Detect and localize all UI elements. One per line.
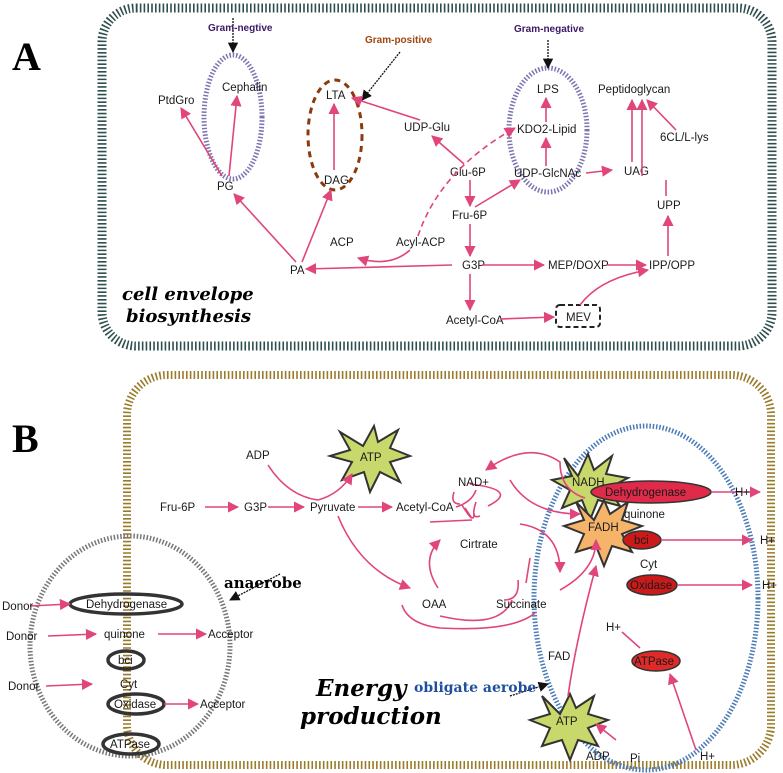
- fadh-star: [560, 497, 646, 569]
- gram-negative-left-label: Gram-negtive: [208, 23, 273, 34]
- node-b-fadh: FADH: [588, 522, 619, 534]
- node-kdo2-lipid: KDO2-Lipid: [517, 124, 576, 136]
- node-b-fru-6p: Fru-6P: [160, 502, 195, 514]
- node-acp: ACP: [330, 237, 354, 249]
- node-b-nad-plus: NAD+: [458, 477, 489, 489]
- panel-b-pathway-arrows: [29, 451, 762, 751]
- aerobe-dehydrogenase-label: Dehydrogenase: [605, 487, 686, 499]
- aerobe-dehydrogenase-shape: [590, 480, 712, 504]
- aerobe-membrane: [531, 423, 761, 773]
- node-mev: MEV: [566, 312, 591, 324]
- obligate-aerobe-label: obligate aerobe: [414, 680, 536, 696]
- node-uag: UAG: [624, 166, 649, 178]
- node-b-pyruvate: Pyruvate: [310, 502, 355, 514]
- aerobe-atpase-shape: [631, 650, 681, 672]
- node-fru-6p: Fru-6P: [452, 210, 487, 222]
- panel-a-title-line1: cell envelope: [122, 284, 254, 305]
- panel-b-title-line1: Energy: [315, 675, 408, 702]
- panel-a-cell-envelope: [97, 3, 777, 351]
- anaerobe-pointer: [229, 573, 281, 601]
- node-b-pi: Pi: [630, 753, 640, 765]
- node-lta: LTA: [326, 90, 346, 102]
- anaerobe-oxidase-label: Oxidase: [114, 699, 156, 711]
- anaerobe-label: anaerobe: [224, 574, 302, 592]
- node-b-oaa: OAA: [422, 599, 447, 611]
- aerobe-cyt-label: Cyt: [640, 559, 658, 571]
- panel-b-cell-envelope: [123, 371, 775, 769]
- node-acyl-acp: Acyl-ACP: [396, 237, 446, 249]
- h-plus-4: H+: [606, 622, 621, 634]
- node-6cl-l-lys: 6CL/L-lys: [660, 132, 709, 144]
- anaerobe-atpase-shape: [101, 732, 161, 756]
- aerobe-oxidase-label: Oxidase: [630, 580, 672, 592]
- node-g3p: G3P: [462, 260, 485, 272]
- gram-negative-membrane-left: [201, 52, 265, 182]
- aerobe-bci-label: bci: [634, 535, 649, 547]
- node-udp-glu: UDP-Glu: [404, 122, 450, 134]
- anaerobe-donor-2: Donor: [6, 631, 37, 643]
- node-b-g3p: G3P: [244, 502, 267, 514]
- anaerobe-donor-1: Donor: [2, 601, 33, 613]
- node-b-atp-top: ATP: [360, 452, 382, 464]
- node-glu-6p: Glu-6P: [450, 167, 486, 179]
- anaerobe-donor-3: Donor: [8, 681, 39, 693]
- panel-a-title-line2: biosynthesis: [126, 306, 251, 327]
- h-plus-2: H+: [760, 535, 775, 547]
- mev-box: [555, 304, 601, 328]
- anaerobe-acceptor-2: Acceptor: [200, 699, 246, 711]
- anaerobe-bci-label: bci: [118, 655, 133, 667]
- node-b-adp-top: ADP: [246, 450, 270, 462]
- node-b-atp-bottom: ATP: [556, 716, 578, 728]
- gram-positive-label: Gram-positive: [365, 35, 433, 46]
- node-pa: PA: [290, 265, 305, 277]
- node-b-succinate: Succinate: [496, 599, 547, 611]
- gram-negative-right-label: Gram-negative: [514, 24, 584, 35]
- aerobe-oxidase-shape: [626, 574, 678, 596]
- node-acetyl-coa: Acetyl-CoA: [446, 315, 504, 327]
- node-ipp-opp: IPP/OPP: [649, 260, 695, 272]
- panel-a-letter: A: [12, 34, 41, 79]
- node-lps: LPS: [537, 84, 559, 96]
- node-b-adp-bottom: ADP: [586, 751, 610, 763]
- anaerobe-cyt-label: Cyt: [120, 679, 138, 691]
- aerobe-bci-shape: [622, 530, 662, 550]
- node-udp-glcnac: UDP-GlcNAc: [514, 168, 581, 180]
- node-dag: DAG: [324, 175, 349, 187]
- panel-b-letter: B: [12, 416, 39, 461]
- node-b-nadh: NADH: [572, 477, 605, 489]
- node-b-cirtrate: Cirtrate: [460, 539, 498, 551]
- node-upp: UPP: [657, 200, 681, 212]
- panel-a-pathway-arrows: [180, 94, 677, 323]
- atp-star-bottom: [526, 691, 612, 763]
- gram-negative-membrane-right: [506, 65, 590, 195]
- node-b-fad: FAD: [548, 651, 570, 663]
- gram-positive-pointer: [361, 51, 401, 101]
- anaerobe-quinone-label: quinone: [104, 629, 145, 641]
- aerobe-quinone-label: quinone: [624, 509, 665, 521]
- node-pg: PG: [217, 181, 234, 193]
- gram-positive-wall-ring: [306, 78, 364, 192]
- node-peptidoglycan: Peptidoglycan: [598, 84, 670, 96]
- anaerobe-atpase-label: ATPase: [110, 739, 150, 751]
- node-b-acetyl-coa: Acetyl-CoA: [396, 502, 454, 514]
- h-plus-5: H+: [700, 751, 715, 763]
- node-mep-doxp: MEP/DOXP: [548, 260, 609, 272]
- obligate-aerobe-pointer: [509, 681, 549, 697]
- h-plus-3: H+: [762, 580, 777, 592]
- panel-b-title-line2: production: [300, 703, 442, 730]
- anaerobe-membrane: [27, 533, 233, 759]
- aerobe-atpase-label: ATPase: [634, 656, 674, 668]
- anaerobe-acceptor-1: Acceptor: [208, 629, 254, 641]
- h-plus-1: H+: [735, 487, 750, 499]
- node-cephalin: Cephalin: [222, 82, 267, 94]
- nadh-star: [549, 451, 632, 523]
- anaerobe-bci-shape: [106, 649, 146, 671]
- node-ptdgro: PtdGro: [158, 95, 194, 107]
- anaerobe-dehydrogenase-label: Dehydrogenase: [86, 599, 167, 611]
